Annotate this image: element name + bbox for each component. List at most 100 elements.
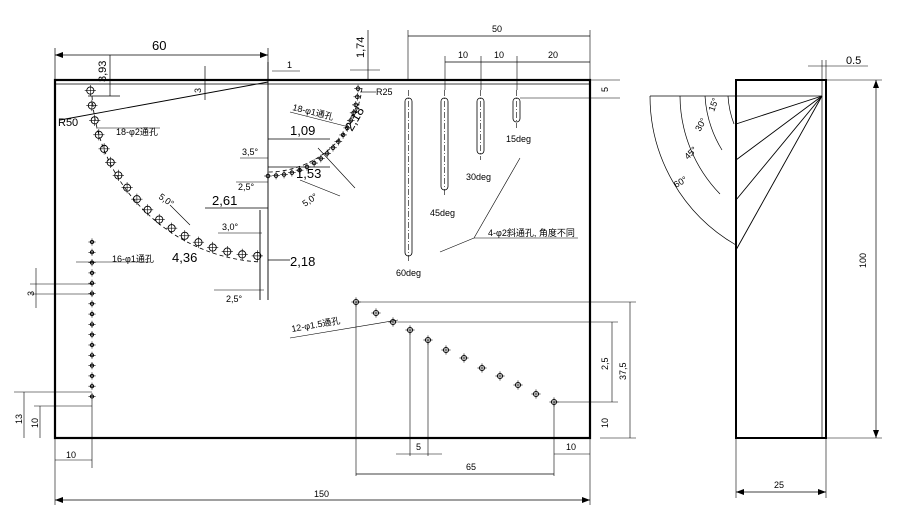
slot-60deg — [404, 90, 413, 262]
column-hole — [88, 392, 96, 401]
note-diag-holes: 12-φ1.5通孔 — [291, 316, 341, 334]
dim-2-61: 2,61 — [212, 193, 237, 208]
small-arc-hole — [353, 92, 362, 101]
dim-50: 50 — [492, 24, 502, 34]
side-dim-0-5: 0.5 — [846, 55, 861, 67]
column-hole — [88, 362, 96, 370]
slot-45deg — [440, 90, 449, 196]
angle-30: 30° — [693, 116, 709, 133]
column-hole — [88, 289, 96, 298]
small-arc-hole — [264, 172, 272, 180]
side-dim-25: 25 — [774, 480, 784, 490]
diag-hole — [441, 345, 451, 355]
small-arc-hole — [346, 116, 355, 125]
small-arc-hole — [323, 149, 331, 158]
small-arc-holes — [264, 84, 362, 180]
small-arc-hole — [343, 124, 352, 132]
big-arc-hole — [251, 250, 263, 262]
note-small-arc-holes: 18-φ1通孔 — [292, 102, 335, 122]
column-hole — [88, 300, 96, 308]
column-hole — [88, 351, 96, 359]
r25-label: R25 — [376, 87, 393, 97]
dim-1-74: 1,74 — [355, 37, 367, 58]
small-arc-hole — [349, 108, 358, 117]
big-arc-hole — [221, 245, 233, 258]
big-arc-hole — [142, 204, 154, 216]
dim-10-col: 10 — [30, 418, 40, 428]
dim-5-diag: 5 — [416, 442, 421, 452]
big-arc-hole — [93, 129, 105, 141]
column-hole — [88, 259, 96, 267]
dim-3-5deg: 3,5° — [242, 147, 259, 157]
column-hole — [88, 382, 96, 390]
diag-hole — [351, 297, 361, 307]
slot-15deg — [512, 90, 521, 128]
column-hole — [88, 279, 96, 287]
big-arc-hole — [84, 84, 96, 97]
column-hole — [88, 248, 96, 256]
small-arc-hole — [354, 84, 362, 93]
column-hole — [88, 238, 96, 246]
dim-1: 1 — [287, 60, 292, 70]
dim-5-slot: 5 — [600, 87, 610, 92]
slot-label-45deg: 45deg — [430, 208, 455, 218]
dim-3: 3 — [193, 88, 203, 93]
dim-150: 150 — [314, 489, 329, 499]
diag-hole — [549, 397, 559, 407]
note-angled-holes: 4-φ2斜通孔, 角度不同 — [488, 227, 575, 238]
small-arc-hole — [288, 168, 296, 177]
small-arc-hole — [280, 170, 288, 179]
slot-30deg — [476, 90, 485, 160]
small-arc-hole — [295, 166, 304, 174]
big-arc-hole — [112, 169, 124, 181]
dim-2-18-bottom: 2,18 — [290, 254, 315, 269]
dim-20: 20 — [548, 50, 558, 60]
big-arc-holes — [84, 84, 263, 262]
dim-10-diag-v: 10 — [600, 418, 610, 428]
dim-5-0deg-right: 5,0° — [300, 191, 319, 209]
big-arc-hole — [86, 99, 98, 112]
dim-3-pitch: 3 — [26, 291, 36, 296]
block-outline — [53, 78, 592, 440]
dim-10-left: 10 — [66, 450, 76, 460]
dim-2-5: 2,5 — [600, 357, 610, 370]
note-column-holes: 16-φ1通孔 — [112, 254, 154, 264]
small-arc-hole — [317, 154, 325, 163]
dim-65: 65 — [466, 462, 476, 472]
diag-hole — [371, 308, 381, 318]
big-arc-hole — [207, 241, 219, 254]
column-hole — [88, 320, 96, 328]
dim-10-b: 10 — [494, 50, 504, 60]
side-dim-100: 100 — [858, 253, 868, 268]
big-arc-hole — [105, 156, 117, 169]
big-arc-hole — [98, 143, 110, 155]
dim-13: 13 — [14, 414, 24, 424]
small-arc-hole — [272, 171, 280, 180]
slot-label-30deg: 30deg — [466, 172, 491, 182]
diag-hole — [513, 380, 523, 390]
column-hole — [88, 341, 96, 349]
small-arc-hole — [303, 163, 311, 171]
small-arc-hole — [352, 101, 360, 109]
dim-2-5deg-top: 2,5° — [238, 182, 255, 192]
dim-1-09: 1,09 — [290, 123, 315, 138]
column-holes — [88, 238, 96, 401]
big-arc-hole — [236, 248, 248, 260]
dim-3-93: 3,93 — [97, 61, 109, 82]
dim-37-5: 37,5 — [618, 362, 628, 380]
big-arc-hole — [121, 182, 133, 194]
dim-4-36: 4,36 — [172, 250, 197, 265]
dim-60: 60 — [152, 38, 166, 53]
diag-hole — [531, 389, 541, 399]
diag-hole — [495, 371, 505, 381]
slot-label-15deg: 15deg — [506, 134, 531, 144]
column-hole — [88, 269, 96, 277]
diag-hole — [459, 353, 469, 363]
dim-5-0deg-left: 5,0° — [157, 191, 176, 209]
diag-holes — [351, 297, 559, 407]
dim-10-a: 10 — [458, 50, 468, 60]
diag-hole — [477, 363, 487, 373]
column-hole — [88, 372, 96, 380]
small-arc-hole — [329, 143, 337, 152]
